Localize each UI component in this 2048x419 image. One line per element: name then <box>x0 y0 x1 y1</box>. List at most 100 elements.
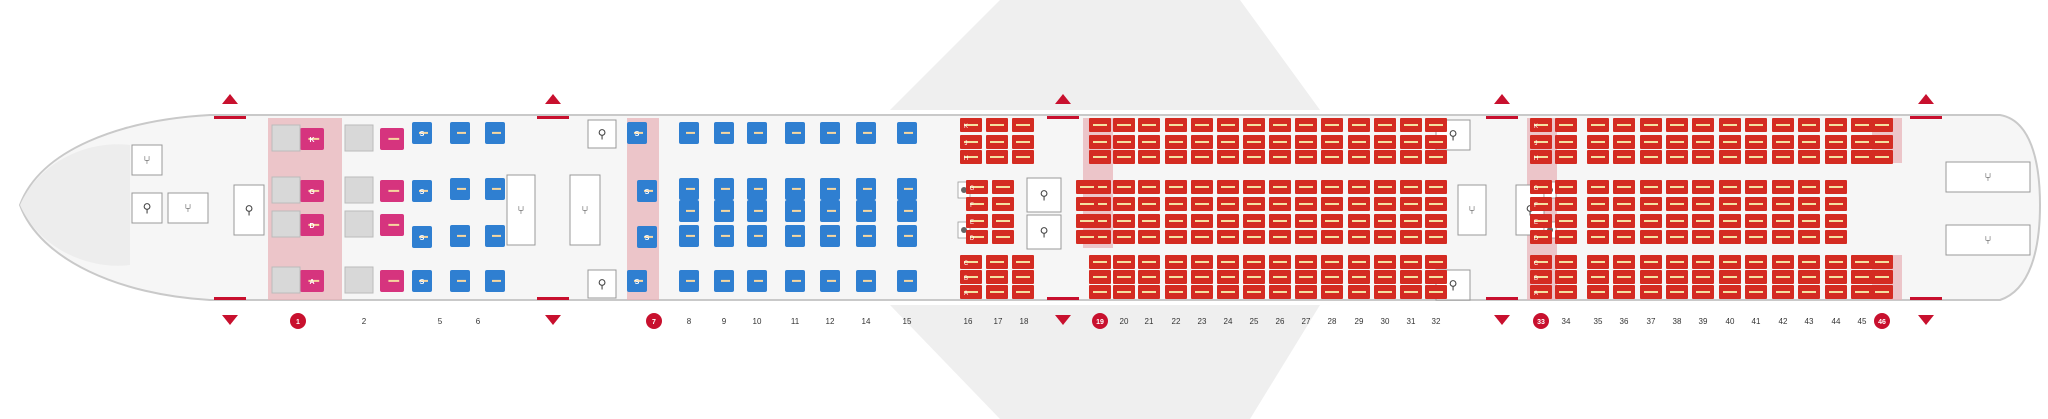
economy-seat[interactable] <box>1555 214 1577 228</box>
economy-seat[interactable] <box>1871 255 1893 269</box>
economy-seat[interactable] <box>1217 285 1239 299</box>
premium-seat[interactable] <box>856 178 876 200</box>
economy-seat[interactable] <box>1745 150 1767 164</box>
economy-seat[interactable] <box>1613 214 1635 228</box>
economy-seat[interactable] <box>1666 285 1688 299</box>
economy-seat[interactable] <box>992 230 1014 244</box>
economy-seat[interactable] <box>1772 214 1794 228</box>
economy-seat[interactable] <box>1587 214 1609 228</box>
premium-seat[interactable]: S <box>627 122 647 144</box>
economy-seat[interactable] <box>1400 135 1422 149</box>
economy-seat[interactable] <box>1089 150 1111 164</box>
economy-seat[interactable] <box>1772 270 1794 284</box>
economy-seat[interactable] <box>1745 230 1767 244</box>
economy-seat[interactable] <box>1798 255 1820 269</box>
economy-seat[interactable] <box>1719 270 1741 284</box>
economy-seat[interactable] <box>1113 270 1135 284</box>
economy-seat[interactable] <box>1012 150 1034 164</box>
economy-seat[interactable] <box>1666 197 1688 211</box>
economy-seat[interactable] <box>1719 180 1741 194</box>
economy-seat[interactable] <box>1012 118 1034 132</box>
economy-seat[interactable] <box>1555 285 1577 299</box>
economy-seat[interactable] <box>1295 270 1317 284</box>
economy-seat[interactable] <box>1692 214 1714 228</box>
economy-seat[interactable] <box>1348 150 1370 164</box>
economy-seat[interactable] <box>1295 150 1317 164</box>
economy-seat[interactable] <box>1191 197 1213 211</box>
economy-seat[interactable] <box>1269 255 1291 269</box>
first-seat[interactable]: A <box>300 270 324 292</box>
premium-seat[interactable]: S <box>412 122 432 144</box>
economy-seat[interactable] <box>1113 255 1135 269</box>
economy-seat[interactable] <box>1374 214 1396 228</box>
economy-seat[interactable] <box>1666 214 1688 228</box>
economy-seat[interactable]: C <box>960 255 982 269</box>
economy-seat[interactable] <box>1719 197 1741 211</box>
economy-seat[interactable] <box>1587 180 1609 194</box>
economy-seat[interactable] <box>1613 270 1635 284</box>
economy-seat[interactable]: H <box>1530 150 1552 164</box>
economy-seat[interactable] <box>1587 285 1609 299</box>
economy-seat[interactable] <box>1374 230 1396 244</box>
economy-seat[interactable]: B <box>1530 270 1552 284</box>
economy-seat[interactable]: B <box>960 270 982 284</box>
economy-seat[interactable] <box>1745 270 1767 284</box>
economy-seat[interactable] <box>1425 135 1447 149</box>
premium-seat[interactable]: S <box>412 180 432 202</box>
economy-seat[interactable] <box>1012 270 1034 284</box>
economy-seat[interactable]: E <box>1530 214 1552 228</box>
economy-seat[interactable] <box>1165 255 1187 269</box>
economy-seat[interactable] <box>1555 270 1577 284</box>
economy-seat[interactable] <box>1076 214 1098 228</box>
first-seat[interactable] <box>380 180 404 202</box>
economy-seat[interactable] <box>1772 135 1794 149</box>
economy-seat[interactable] <box>1587 230 1609 244</box>
economy-seat[interactable] <box>1165 135 1187 149</box>
economy-seat[interactable] <box>1692 270 1714 284</box>
first-seat[interactable] <box>380 128 404 150</box>
economy-seat[interactable] <box>1640 180 1662 194</box>
economy-seat[interactable] <box>1871 270 1893 284</box>
economy-seat[interactable] <box>1798 197 1820 211</box>
economy-seat[interactable] <box>1191 180 1213 194</box>
economy-seat[interactable] <box>1191 214 1213 228</box>
economy-seat[interactable] <box>1640 230 1662 244</box>
economy-seat[interactable] <box>1113 197 1135 211</box>
economy-seat[interactable] <box>1425 150 1447 164</box>
economy-seat[interactable] <box>1555 118 1577 132</box>
economy-seat[interactable] <box>1640 197 1662 211</box>
economy-seat[interactable] <box>1243 180 1265 194</box>
economy-seat[interactable] <box>1295 135 1317 149</box>
economy-seat[interactable] <box>1613 135 1635 149</box>
economy-seat[interactable] <box>1692 180 1714 194</box>
economy-seat[interactable] <box>1587 150 1609 164</box>
premium-seat[interactable] <box>785 122 805 144</box>
economy-seat[interactable] <box>1666 118 1688 132</box>
economy-seat[interactable] <box>1666 255 1688 269</box>
premium-seat[interactable] <box>679 270 699 292</box>
economy-seat[interactable] <box>1243 270 1265 284</box>
economy-seat[interactable] <box>1719 150 1741 164</box>
economy-seat[interactable] <box>1425 214 1447 228</box>
economy-seat[interactable] <box>1269 270 1291 284</box>
economy-seat[interactable] <box>1798 270 1820 284</box>
economy-seat[interactable] <box>1321 180 1343 194</box>
economy-seat[interactable] <box>1113 180 1135 194</box>
economy-seat[interactable] <box>1745 180 1767 194</box>
economy-seat[interactable] <box>1772 118 1794 132</box>
economy-seat[interactable] <box>1555 255 1577 269</box>
economy-seat[interactable] <box>1269 197 1291 211</box>
economy-seat[interactable] <box>1295 214 1317 228</box>
economy-seat[interactable]: F <box>1530 197 1552 211</box>
economy-seat[interactable] <box>1295 197 1317 211</box>
economy-seat[interactable] <box>1798 214 1820 228</box>
economy-seat[interactable] <box>1295 285 1317 299</box>
economy-seat[interactable] <box>1772 180 1794 194</box>
economy-seat[interactable] <box>1555 150 1577 164</box>
economy-seat[interactable] <box>1798 150 1820 164</box>
economy-seat[interactable] <box>1719 230 1741 244</box>
economy-seat[interactable] <box>1012 255 1034 269</box>
economy-seat[interactable] <box>1772 150 1794 164</box>
economy-seat[interactable] <box>1165 270 1187 284</box>
economy-seat[interactable] <box>1666 150 1688 164</box>
